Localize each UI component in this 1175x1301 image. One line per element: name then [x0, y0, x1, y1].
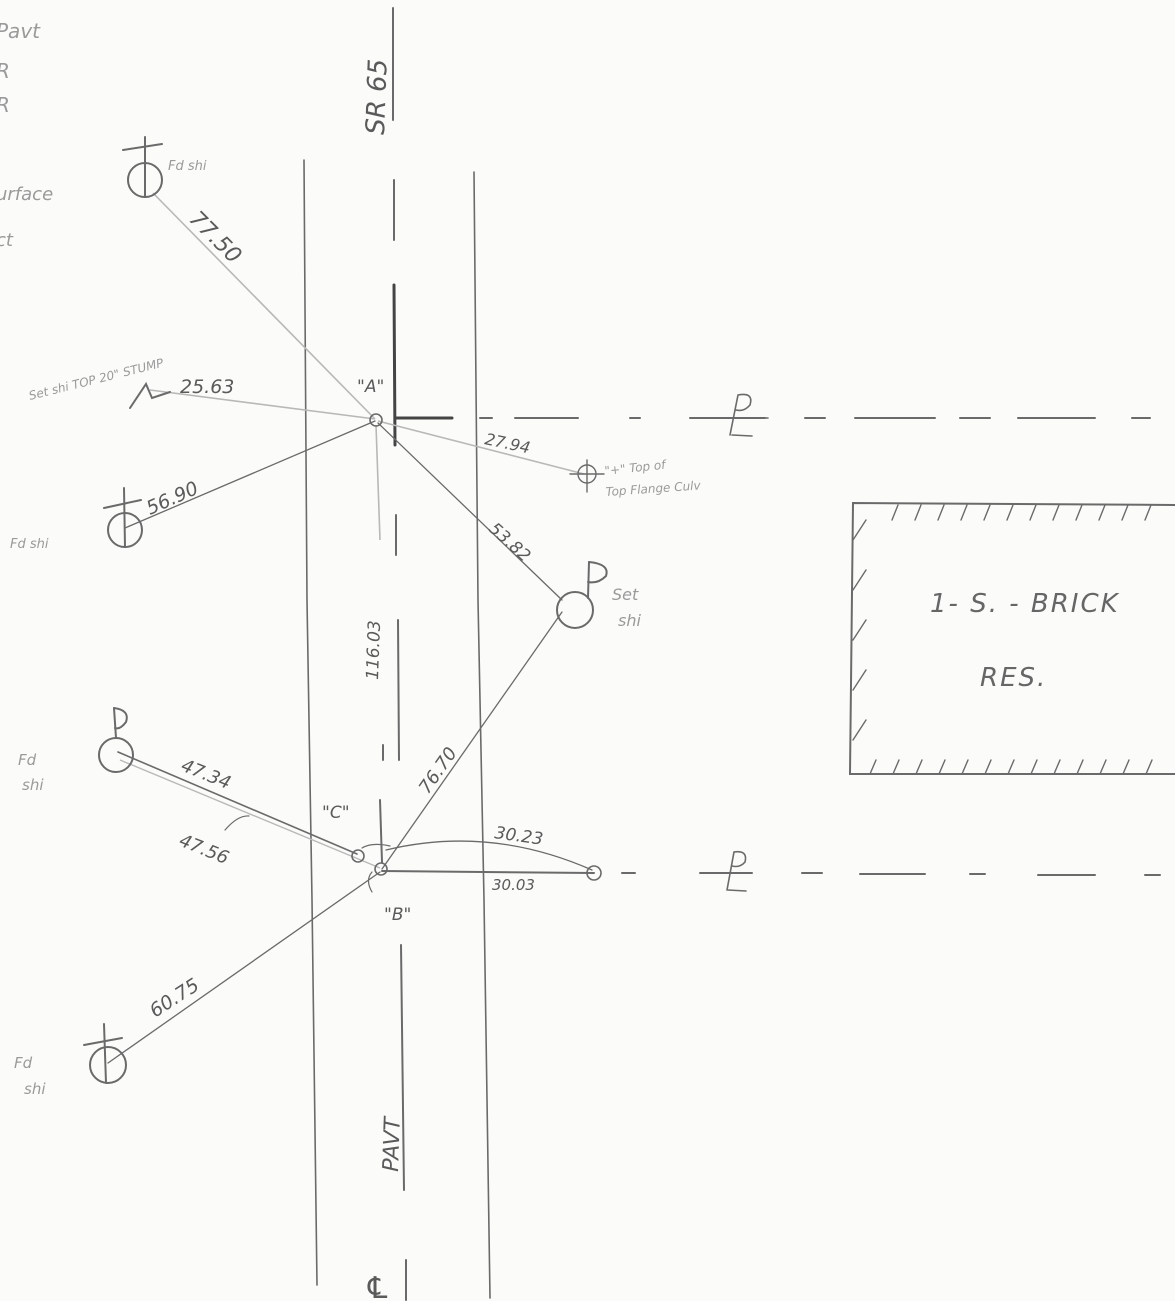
tie-lines	[107, 192, 593, 1064]
cross-mark-icon	[569, 459, 605, 493]
arc-b	[367, 871, 373, 893]
fd-top-label: Fd shi	[168, 159, 207, 174]
fd-sw2-label-1: Fd	[14, 1054, 33, 1072]
point-a-marker	[369, 413, 383, 427]
set-east-label-2: shi	[618, 611, 641, 630]
west-pavement-edge	[303, 159, 318, 1286]
cross-label-1: "+" Top of	[604, 457, 668, 477]
set-iron-east-icon	[556, 561, 608, 629]
survey-points	[351, 413, 602, 881]
fd-sw2-label-2: shi	[24, 1080, 46, 1098]
monuments	[83, 136, 608, 1084]
fd-sw1-label-1: Fd	[18, 751, 37, 769]
distance-a-set-stump: 25.63	[180, 376, 234, 398]
point-c-label: "C"	[322, 803, 350, 823]
tie-a-b	[375, 424, 381, 541]
margin-note-3: R	[0, 93, 10, 117]
road-centerline	[392, 7, 407, 1301]
distance-b-fd-sw1: 47.56	[176, 830, 232, 869]
distance-a-b: 116.03	[363, 620, 385, 680]
route-label: SR 65	[361, 58, 394, 135]
point-c-marker	[351, 849, 365, 863]
point-a-label: "A"	[357, 377, 384, 397]
set-stump-icon	[129, 381, 171, 409]
margin-note-5: urface	[0, 184, 53, 205]
fd-west-label: Fd shi	[10, 537, 49, 552]
tie-a-fd-west	[124, 420, 376, 529]
pl-symbol-a-icon	[711, 393, 769, 437]
distance-b-pl: 30.03	[492, 876, 535, 894]
tie-b-fd-sw1	[119, 759, 381, 869]
tie-b-fd-sw2	[107, 871, 381, 1064]
labels: SR 65 PAVT ℄ "A" "C" "B" Fd shi Set shi …	[10, 58, 1120, 1301]
pl-b-marker	[586, 865, 602, 881]
fd-iron-west-icon	[103, 487, 143, 548]
tie-a-set-stump	[149, 389, 376, 420]
point-b-marker	[374, 862, 388, 876]
centerline-label: ℄	[364, 1271, 391, 1301]
tie-a-cross	[377, 420, 585, 475]
pl-symbol-b-icon	[726, 850, 747, 892]
leader-47-56	[224, 815, 250, 831]
distance-b-fd-sw2: 60.75	[146, 974, 204, 1022]
distance-a-fd-west: 56.90	[143, 477, 202, 519]
set-stump-label: Set shi TOP 20" STUMP	[27, 356, 165, 403]
fd-iron-sw2-icon	[83, 1023, 127, 1084]
margin-note-2: R	[0, 59, 10, 83]
tie-c-fd-sw1	[117, 751, 358, 855]
distance-b-pl-arc: 30.23	[493, 823, 544, 850]
tie-b-set-east	[381, 611, 563, 870]
east-pavement-edge	[473, 171, 491, 1299]
distance-a-fd-top: 77.50	[184, 207, 246, 269]
fd-iron-sw1-icon	[98, 707, 134, 773]
point-b-label: "B"	[384, 905, 411, 925]
margin-note-6: ct	[0, 230, 14, 251]
arc-b-pl	[385, 840, 593, 871]
margin-note-1: Pavt	[0, 19, 41, 43]
tie-a-fd-top	[152, 192, 376, 420]
tie-a-set-east	[377, 422, 563, 601]
pavement-edges	[303, 159, 491, 1299]
fd-iron-top-icon	[122, 136, 163, 198]
cross-label-2: Top Flange Culv	[605, 478, 702, 499]
pavement-label: PAVT	[379, 1115, 406, 1172]
building-footprint	[848, 501, 1175, 775]
arc-c	[361, 843, 391, 849]
building-label-1: 1- S. - BRICK	[930, 589, 1120, 619]
fd-sw1-label-2: shi	[22, 776, 44, 794]
property-line-b	[381, 870, 1161, 876]
distance-a-cross: 27.94	[483, 429, 532, 457]
set-east-label-1: Set	[612, 585, 639, 604]
margin-notes: Pavt R R urface ct	[0, 19, 53, 251]
building-label-2: RES.	[980, 663, 1047, 693]
distance-a-set-east: 53.82	[485, 519, 535, 566]
tick-c	[379, 744, 384, 863]
